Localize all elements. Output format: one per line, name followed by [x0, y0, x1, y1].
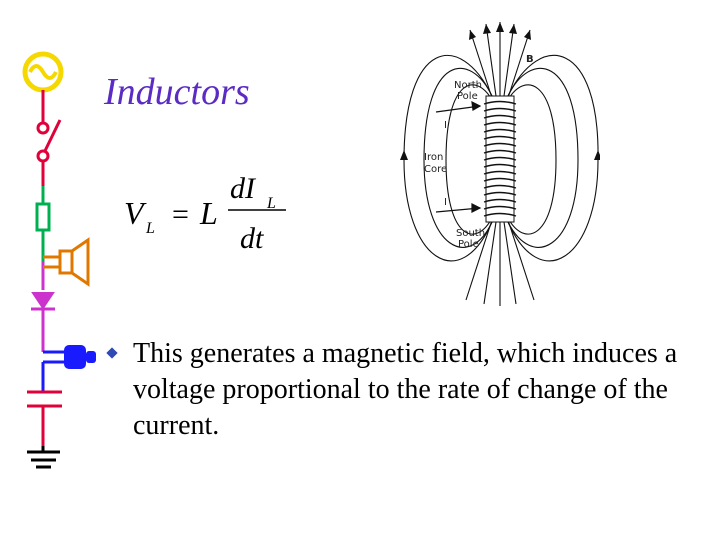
bullet-text: This generates a magnetic field, which i… — [133, 338, 678, 441]
resistor-icon — [35, 186, 51, 262]
battery-icon — [41, 345, 96, 392]
coil-icon — [483, 95, 517, 223]
capacitor-icon — [27, 390, 62, 446]
label-iron: Iron — [424, 152, 443, 163]
equation-lhs: V — [124, 195, 147, 231]
switch-icon — [36, 90, 62, 186]
diode-icon — [31, 292, 55, 352]
inductor-equation: V L = L dI L dt — [124, 172, 286, 255]
equation-numerator: dI — [230, 172, 257, 205]
label-north: North — [454, 80, 482, 91]
label-core: Core — [424, 164, 447, 175]
bullet-marker — [106, 347, 118, 359]
speaker-icon — [41, 237, 90, 290]
label-south-pole: Pole — [458, 239, 479, 250]
ground-icon — [27, 446, 60, 469]
equation-denominator: dt — [240, 222, 264, 255]
ac-source-icon — [22, 51, 64, 93]
equation-lhs-subscript: L — [145, 220, 155, 237]
equation-coefficient: L — [199, 195, 218, 231]
label-south: South — [456, 228, 485, 239]
current-arrows — [435, 100, 482, 213]
field-arrows — [400, 22, 600, 160]
equation-numerator-subscript: L — [266, 195, 276, 212]
magnetic-field-figure: B North Pole I Iron Core I South Pole — [400, 22, 600, 306]
slide-title: Inductors — [104, 71, 250, 113]
label-current-top: I — [444, 120, 447, 131]
label-current-bottom: I — [444, 197, 447, 208]
label-north-pole: Pole — [457, 91, 478, 102]
circuit-decoration — [22, 51, 96, 469]
label-b: B — [526, 54, 534, 65]
equation-equals: = — [172, 198, 189, 231]
